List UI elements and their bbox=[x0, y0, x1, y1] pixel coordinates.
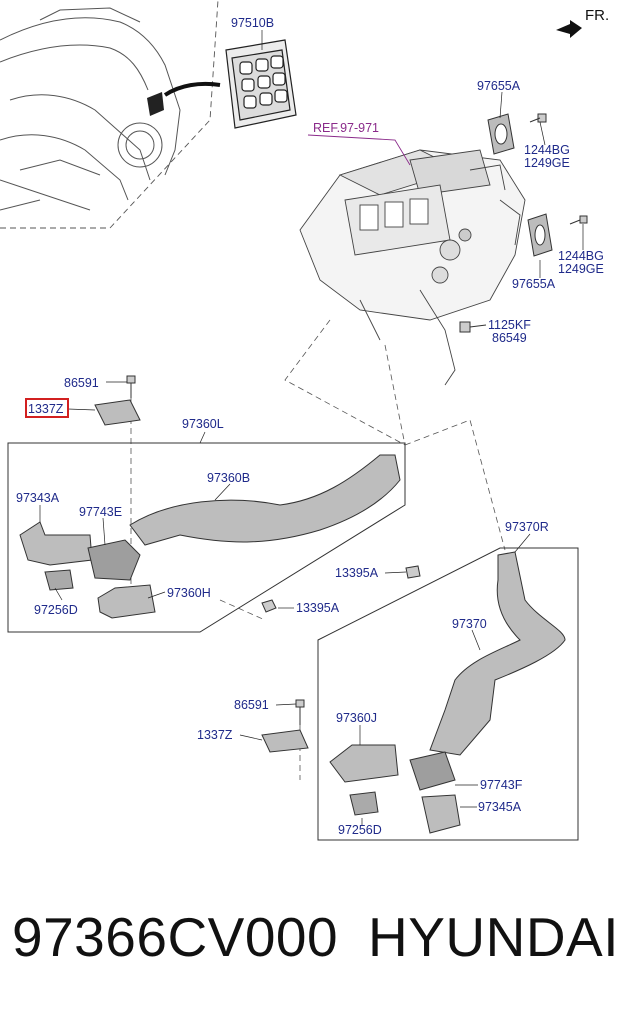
reference-leader bbox=[307, 134, 411, 166]
vehicle-inset bbox=[0, 7, 181, 211]
label-97743f: 97743F bbox=[480, 778, 523, 792]
cabin-air-filter-97510b bbox=[225, 39, 297, 129]
bolt-1125kf bbox=[459, 321, 487, 333]
box-97360l-frame bbox=[7, 442, 406, 633]
highlight-box-1337z bbox=[25, 398, 69, 418]
front-direction-arrow-icon bbox=[556, 20, 582, 38]
screw-86591-left bbox=[126, 375, 136, 398]
label-13395a-left: 13395A bbox=[296, 601, 340, 615]
label-86591-left: 86591 bbox=[64, 376, 99, 390]
label-1249ge-mid: 1249GE bbox=[558, 262, 604, 276]
bolt-top-right bbox=[529, 113, 547, 123]
cabin-filter-slot-icon bbox=[147, 92, 164, 116]
duct-97360b bbox=[129, 454, 401, 546]
label-1125kf: 1125KF bbox=[488, 318, 531, 332]
direction-label: FR. bbox=[585, 7, 609, 24]
label-97360l: 97360L bbox=[182, 417, 224, 431]
nut-13395a-left bbox=[261, 599, 277, 613]
label-1337z-right: 1337Z bbox=[197, 728, 233, 742]
duct-97345a bbox=[421, 794, 461, 834]
label-97743e: 97743E bbox=[79, 505, 122, 519]
label-97655a-top: 97655A bbox=[477, 79, 521, 93]
leader-arrow-filter bbox=[163, 81, 221, 97]
label-86591-right: 86591 bbox=[234, 698, 269, 712]
label-97360b: 97360B bbox=[207, 471, 250, 485]
vent-97360j bbox=[329, 744, 399, 783]
gasket-97655a-mid bbox=[527, 213, 553, 257]
cover-97743f bbox=[409, 751, 456, 791]
label-97256d-left: 97256D bbox=[34, 603, 78, 617]
label-97370r: 97370R bbox=[505, 520, 549, 534]
box-97370r-frame bbox=[317, 547, 579, 841]
duct-97370 bbox=[429, 551, 566, 756]
cover-1337z-right bbox=[261, 729, 309, 753]
label-13395a-right: 13395A bbox=[335, 566, 379, 580]
bracket-97256d-right bbox=[349, 791, 379, 816]
gasket-97655a-top bbox=[487, 113, 515, 155]
label-97345a: 97345A bbox=[478, 800, 522, 814]
leader-lines bbox=[39, 30, 584, 825]
bracket-97256d-left bbox=[44, 569, 74, 591]
label-1249ge-top: 1249GE bbox=[524, 156, 570, 170]
label-97343a: 97343A bbox=[16, 491, 60, 505]
label-97510b: 97510B bbox=[231, 16, 274, 30]
bolt-mid-right bbox=[569, 215, 588, 225]
nut-13395a-right bbox=[405, 565, 421, 579]
cover-97743e bbox=[87, 539, 141, 581]
reference-label-97-971: REF.97-971 bbox=[313, 121, 379, 135]
label-1244bg-mid: 1244BG bbox=[558, 249, 604, 263]
label-1244bg-top: 1244BG bbox=[524, 143, 570, 157]
hvac-unit-assembly bbox=[299, 149, 526, 386]
label-97655a-mid: 97655A bbox=[512, 277, 556, 291]
label-97370: 97370 bbox=[452, 617, 487, 631]
part-number-text: 97366CV000 bbox=[12, 906, 339, 968]
label-97360j: 97360J bbox=[336, 711, 377, 725]
vent-97360h bbox=[97, 584, 156, 619]
duct-97343a bbox=[19, 521, 93, 566]
brand-text: HYUNDAI bbox=[368, 906, 620, 968]
label-86549: 86549 bbox=[492, 331, 527, 345]
screw-86591-right bbox=[295, 699, 305, 725]
label-97256d-right: 97256D bbox=[338, 823, 382, 837]
label-97360h: 97360H bbox=[167, 586, 211, 600]
label-1337z-left: 1337Z bbox=[28, 402, 64, 416]
vehicle-inset-frame bbox=[0, 0, 219, 229]
cover-1337z-left bbox=[94, 399, 141, 426]
